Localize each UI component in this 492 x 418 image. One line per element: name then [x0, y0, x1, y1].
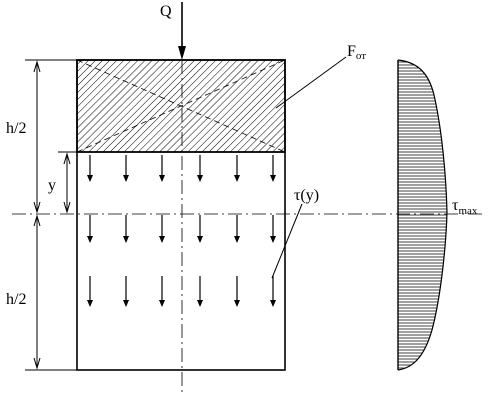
shear-stress-label: τ(y) — [294, 187, 319, 204]
stress-arrow — [87, 155, 93, 182]
stress-arrow — [197, 276, 203, 307]
y-label: y — [48, 177, 56, 194]
dimension-y — [58, 151, 77, 214]
stress-arrow — [234, 155, 240, 182]
shear-stress-profile — [397, 59, 448, 371]
cut-area-label: Fот — [347, 43, 366, 62]
stress-arrow — [197, 155, 203, 182]
stress-arrow — [123, 155, 129, 182]
load-label: Q — [160, 3, 172, 20]
stress-arrow — [234, 215, 240, 243]
stress-arrow — [159, 215, 165, 243]
stress-arrow — [270, 215, 276, 243]
half-height-bottom-label: h/2 — [6, 291, 26, 308]
stress-arrow — [123, 215, 129, 243]
stress-arrow — [270, 276, 276, 307]
dimension-half-height-top — [25, 59, 77, 214]
stress-arrow — [123, 276, 129, 307]
cut-area-leader — [275, 56, 347, 109]
stress-arrow — [270, 155, 276, 182]
svg-text:Fот: Fот — [347, 43, 366, 62]
stress-arrow — [159, 155, 165, 182]
shear-max-label: τmax — [452, 197, 478, 217]
stress-arrow — [159, 276, 165, 307]
stress-arrow — [87, 215, 93, 243]
dimension-half-height-bottom — [25, 214, 77, 371]
stress-arrow — [234, 276, 240, 307]
shear-stress-arrows — [87, 155, 276, 307]
half-height-top-label: h/2 — [6, 120, 26, 137]
shear-stress-leader — [271, 203, 303, 279]
cut-area-hatched — [76, 59, 286, 153]
stress-arrow — [87, 276, 93, 307]
load-arrow — [178, 2, 186, 60]
stress-arrow — [197, 215, 203, 243]
